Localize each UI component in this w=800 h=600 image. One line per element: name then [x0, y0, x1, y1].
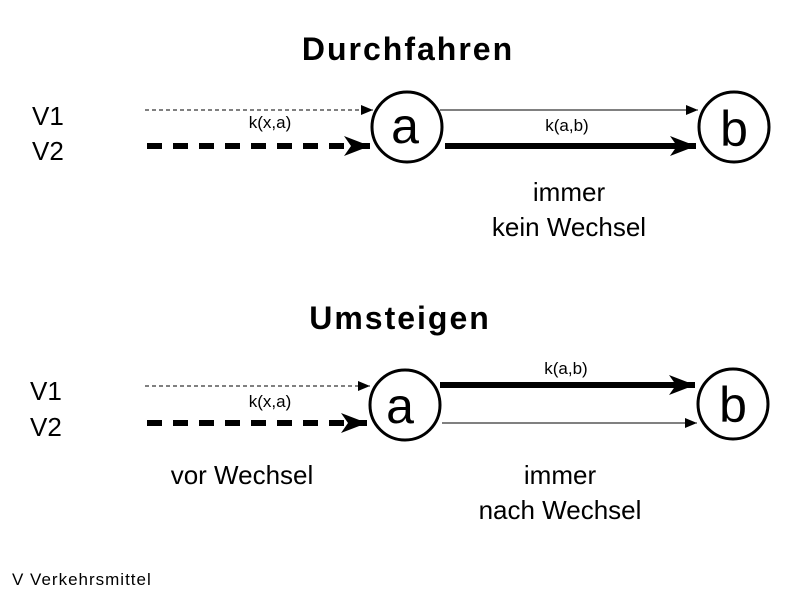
- node-b-label-top: b: [720, 101, 748, 157]
- edge-label-kab-top: k(a,b): [545, 116, 588, 135]
- edge-label-kxa-top: k(x,a): [249, 113, 292, 132]
- node-a-bottom: [368, 368, 442, 442]
- title-durchfahren: Durchfahren: [302, 31, 514, 67]
- title-umsteigen: Umsteigen: [309, 300, 491, 336]
- note-nach-wechsel: nach Wechsel: [479, 495, 642, 525]
- vehicle-label-v1-bottom: V1: [30, 376, 62, 406]
- edge-label-kxa-bottom: k(x,a): [249, 392, 292, 411]
- node-a-label-top: a: [391, 98, 419, 154]
- edge-label-kab-bottom: k(a,b): [544, 359, 587, 378]
- footer-legend: V Verkehrsmittel: [12, 570, 152, 589]
- note-immer-top: immer: [533, 177, 606, 207]
- note-kein-wechsel: kein Wechsel: [492, 212, 646, 242]
- vehicle-label-v2-top: V2: [32, 136, 64, 166]
- note-vor-wechsel: vor Wechsel: [171, 460, 314, 490]
- node-b-bottom: [696, 367, 770, 441]
- vehicle-label-v1-top: V1: [32, 101, 64, 131]
- note-immer-bottom: immer: [524, 460, 597, 490]
- vehicle-label-v2-bottom: V2: [30, 412, 62, 442]
- node-b-top: [697, 90, 771, 164]
- node-b-label-bottom: b: [719, 377, 747, 433]
- node-a-top: [370, 90, 444, 164]
- node-a-label-bottom: a: [386, 378, 414, 434]
